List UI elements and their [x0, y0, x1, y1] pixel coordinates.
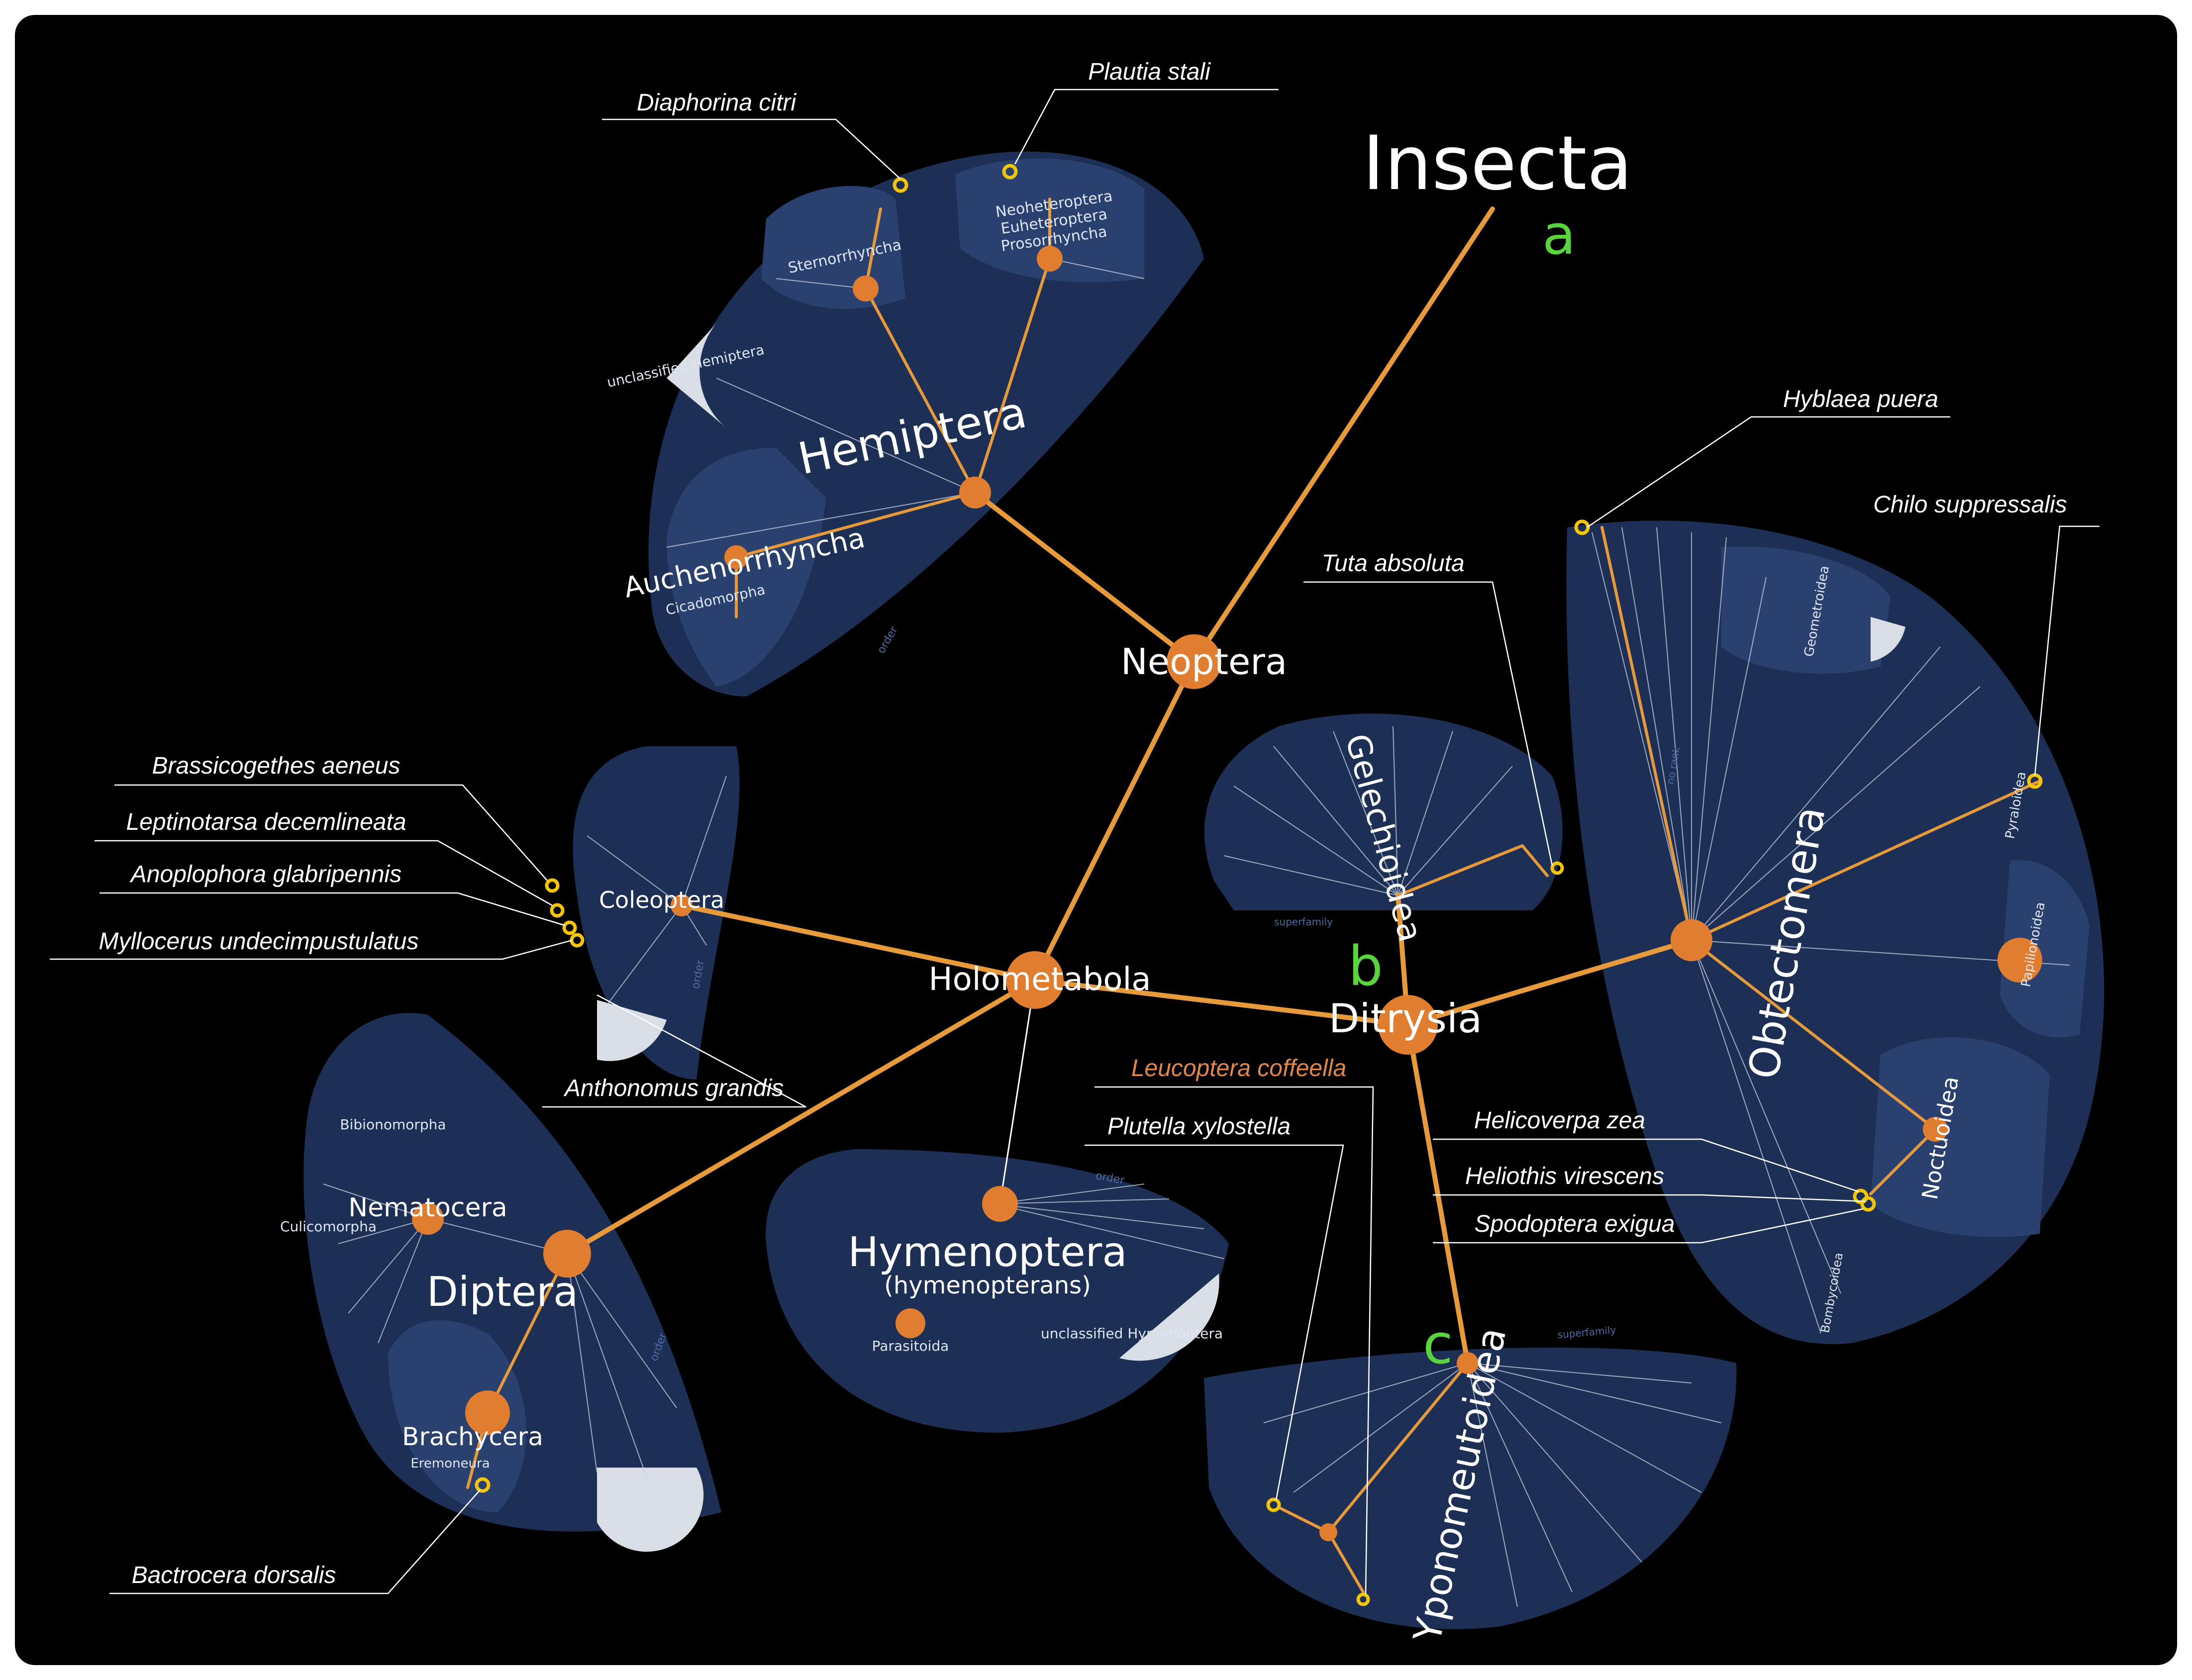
panel-letter-a: a	[1542, 203, 1576, 267]
bactrocera-dorsalis-marker	[475, 1477, 491, 1493]
noctuoidea-subpanel	[1871, 1037, 2050, 1237]
auchenorrhyncha-subpanel	[667, 448, 826, 687]
papilionoidea-node	[1997, 938, 2042, 983]
bactrocera-dorsalis-label: Bactrocera dorsalis	[132, 1562, 336, 1588]
yponomeutoidea-cluster	[1204, 1347, 1737, 1629]
plautia-stali-label: Plautia stali	[1088, 59, 1211, 85]
heliothis-virescens-marker	[1860, 1196, 1876, 1212]
leaf-lines	[323, 258, 2070, 1607]
unclassified-hymenoptera-label: unclassified Hymenoptera	[1041, 1325, 1223, 1342]
hemiptera-node	[959, 477, 991, 508]
culicomorpha-label: Culicomorpha	[280, 1218, 377, 1235]
leucoptera-coffeella-label: Leucoptera coffeella	[1131, 1055, 1346, 1082]
brachycera-label: Brachycera	[402, 1422, 543, 1451]
auchenorrhyncha-node	[724, 545, 748, 569]
nematocera-node	[412, 1203, 444, 1235]
panel-letter-c: c	[1423, 1312, 1453, 1376]
hymenoptera-node	[982, 1186, 1018, 1222]
branch-holometabola-diptera	[565, 978, 1037, 1256]
prosorrhyncha-node	[1037, 246, 1063, 272]
parasitoida-node	[896, 1308, 925, 1338]
neoptera-label: Neoptera	[1121, 641, 1287, 683]
diptera-node	[543, 1230, 591, 1278]
anthonomus-grandis-label: Anthonomus grandis	[563, 1075, 784, 1101]
plutella-xylostella-label: Plutella xylostella	[1107, 1113, 1291, 1140]
leucoptera-coffeella-marker	[1356, 1592, 1370, 1606]
papilionoidea-subpanel	[2000, 860, 2090, 1038]
anoplophora-marker	[562, 920, 577, 935]
plautia-stali-marker	[1002, 164, 1018, 180]
anoplophora-glabripennis-label: Anoplophora glabripennis	[129, 861, 401, 888]
diptera-label: Diptera	[427, 1269, 579, 1316]
coleoptera-label: Coleoptera	[599, 887, 724, 913]
brassicogethes-aeneus-marker	[545, 878, 560, 893]
bibionomorpha-label: Bibionomorpha	[340, 1116, 446, 1133]
unclassified-hemiptera-fan	[667, 323, 726, 428]
heliothis-virescens-label: Heliothis virescens	[1465, 1163, 1664, 1189]
nodes	[412, 246, 2042, 1541]
diaphorina-citri-label: Diaphorina citri	[637, 90, 797, 116]
parasitoida-label: Parasitoida	[872, 1338, 949, 1354]
brassicogethes-aeneus-label: Brassicogethes aeneus	[152, 753, 400, 779]
brachycera-subpanel	[388, 1320, 526, 1512]
gelechioidea-rank-label: superfamily	[1274, 916, 1333, 928]
holometabola-node	[1006, 951, 1064, 1009]
gelechioidea-cluster	[1204, 713, 1563, 910]
panel-letter-b: b	[1348, 934, 1383, 998]
nematocera-label: Nematocera	[348, 1193, 507, 1223]
holometabola-label: Holometabola	[928, 961, 1151, 998]
geometroidea-subpanel	[1721, 546, 1891, 674]
hymenoptera-cluster	[766, 1149, 1229, 1433]
eremoneura-label: Eremoneura	[410, 1456, 490, 1471]
unclassified-hymenoptera-fan	[1119, 1274, 1219, 1361]
branch-holometabola-ditrysia	[1032, 978, 1410, 1027]
hymenoptera-label: Hymenoptera	[848, 1229, 1127, 1276]
main-branches	[565, 206, 1694, 1366]
tuta-absoluta-label: Tuta absoluta	[1321, 550, 1464, 577]
branch-ditrysia-obtectomera	[1405, 938, 1694, 1027]
brachycera-node	[465, 1390, 510, 1435]
diptera-white-fan	[597, 1468, 704, 1552]
coleoptera-cluster	[573, 746, 740, 1080]
leptinotarsa-marker	[550, 903, 565, 918]
branch-holometabola-hymenoptera	[999, 980, 1036, 1204]
branch-ditrysia-yponomeutoidea	[1405, 1022, 1470, 1366]
neoptera-node	[1167, 634, 1221, 689]
spodoptera-exigua-label: Spodoptera exigua	[1475, 1211, 1675, 1237]
leptinotarsa-decemlineata-label: Leptinotarsa decemlineata	[126, 809, 406, 835]
sub-branches	[466, 198, 2041, 1593]
plutella-xylostella-marker	[1266, 1497, 1281, 1512]
myllocerus-undecimpustulatus-label: Myllocerus undecimpustulatus	[99, 928, 419, 955]
taxon-fans	[597, 323, 1905, 1552]
coleoptera-white-fan	[597, 1000, 667, 1061]
yponomeutoidea-node	[1457, 1352, 1479, 1374]
tuta-absoluta-marker	[1550, 861, 1564, 875]
ditrysia-label: Ditrysia	[1329, 995, 1482, 1042]
hymenoptera-common-label: (hymenopterans)	[884, 1272, 1091, 1299]
branch-insecta-neoptera	[1192, 206, 1495, 664]
ditrysia-node	[1378, 995, 1438, 1055]
hyblaea-puera-label: Hyblaea puera	[1783, 386, 1938, 412]
leader-lines	[50, 89, 2099, 1595]
obtectomera-node	[1671, 919, 1712, 961]
chilo-suppressalis-label: Chilo suppressalis	[1873, 492, 2067, 518]
insecta-title: Insecta	[1363, 120, 1633, 207]
branch-neoptera-hemiptera	[973, 490, 1196, 664]
sternorrhyncha-node	[853, 276, 879, 301]
branch-holometabola-coleoptera	[679, 903, 1037, 983]
branch-neoptera-holometabola	[1032, 659, 1196, 983]
noctuoidea-node	[1923, 1117, 1948, 1142]
coleoptera-node	[671, 894, 693, 916]
cluster-panels	[303, 151, 2104, 1629]
geometroidea-white-fan	[1871, 617, 1905, 662]
helicoverpa-zea-label: Helicoverpa zea	[1474, 1107, 1645, 1134]
yponomeutidae-node	[1319, 1523, 1337, 1541]
